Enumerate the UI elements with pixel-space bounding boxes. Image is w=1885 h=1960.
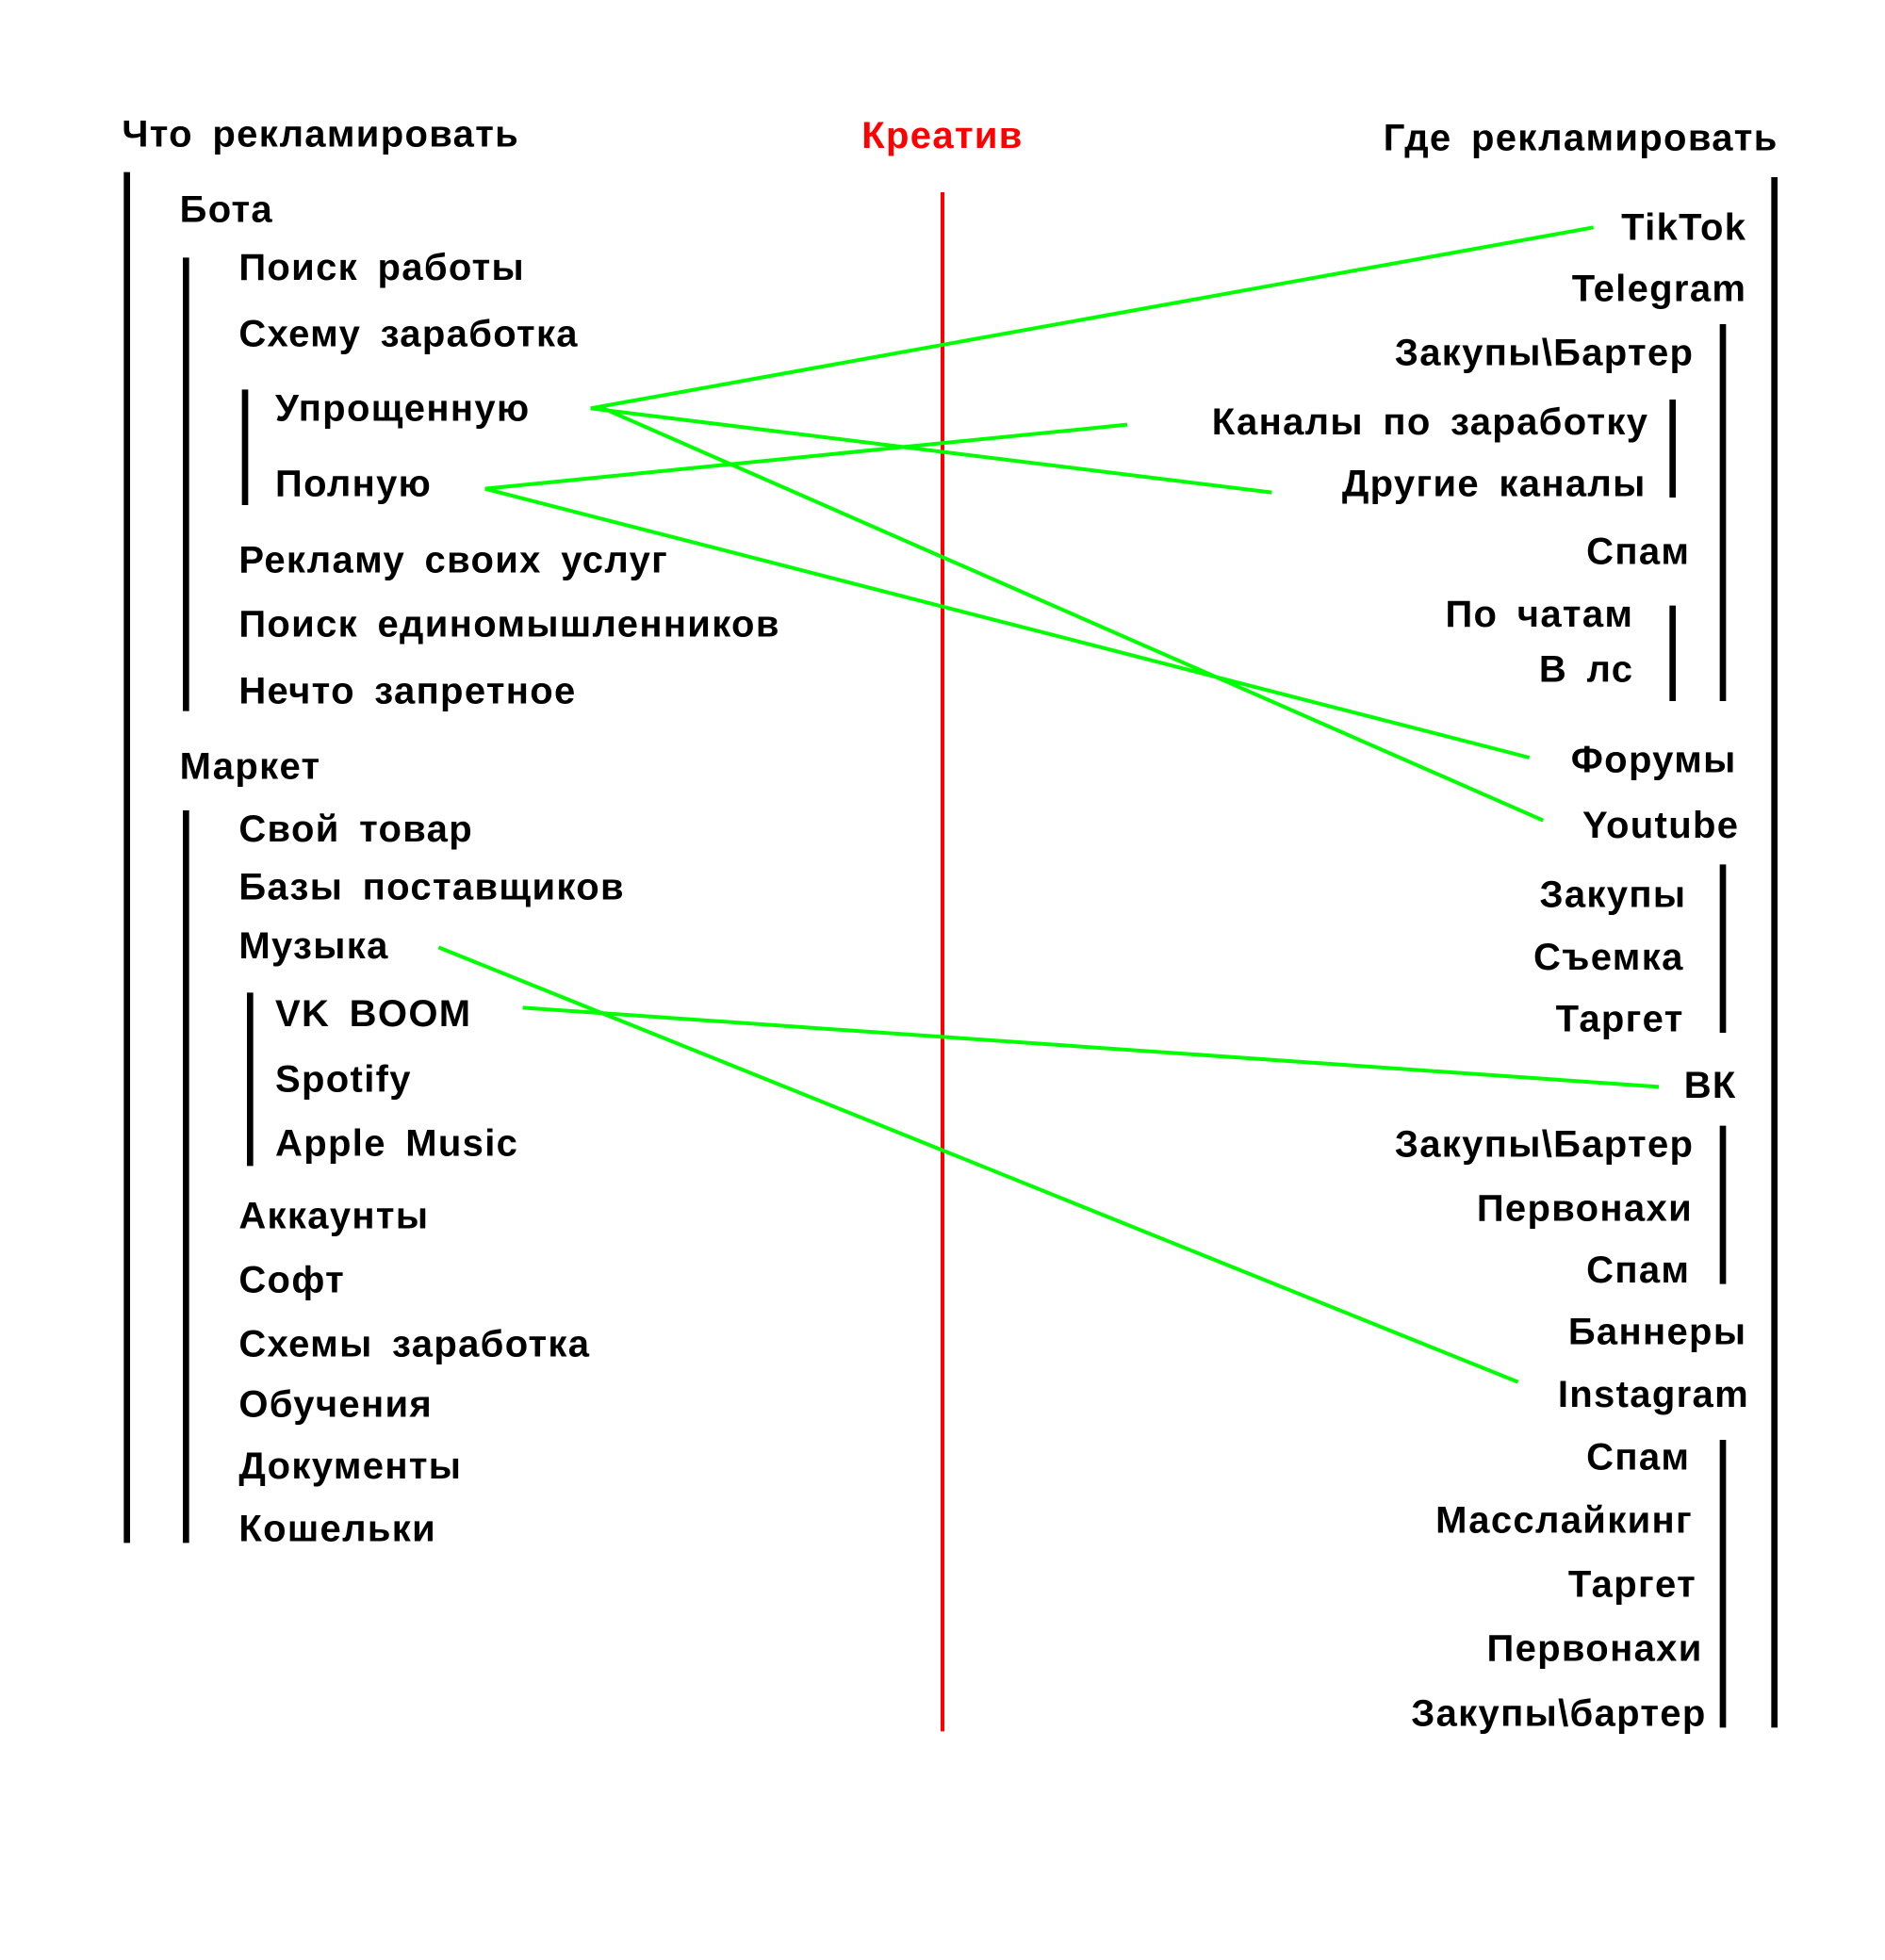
link-full-earning-channels <box>484 422 1128 491</box>
right-item: Закупы\бартер <box>1411 1693 1706 1735</box>
left-item: Аккаунты <box>238 1196 429 1237</box>
left-item: Базы поставщиков <box>238 866 625 907</box>
header-creative: Креатив <box>861 115 1023 156</box>
right-item: Каналы по заработку <box>1212 401 1649 443</box>
left-item: Свой товар <box>238 808 473 850</box>
left-item: Музыка <box>238 925 388 967</box>
platform-forums: Форумы <box>1571 740 1737 781</box>
left-item: Кошельки <box>238 1509 436 1550</box>
right-item: Спам <box>1586 1250 1690 1291</box>
right-item: Таргет <box>1568 1563 1696 1605</box>
link-simple-tiktok <box>590 225 1595 411</box>
platform-banners: Баннеры <box>1568 1311 1747 1352</box>
left-item: Обучения <box>238 1384 433 1426</box>
category-market: Маркет <box>180 745 321 787</box>
left-item: Полную <box>275 463 432 504</box>
right-item: Таргет <box>1556 998 1684 1039</box>
header-where: Где рекламировать <box>1384 118 1778 159</box>
left-item: Apple Music <box>275 1122 518 1164</box>
left-item: Поиск единомышленников <box>238 604 779 645</box>
left-item: Spotify <box>275 1058 412 1100</box>
right-item: По чатам <box>1445 594 1633 635</box>
link-music-instagram <box>437 945 1519 1384</box>
left-item: VK BOOM <box>275 993 471 1035</box>
platform-tiktok: TikTok <box>1621 206 1746 248</box>
link-vkboom-vk <box>522 1005 1660 1089</box>
link-full-forums <box>484 486 1531 760</box>
right-item: Закупы\Бартер <box>1395 333 1695 374</box>
left-item: Упрощенную <box>275 387 530 429</box>
right-item: Спам <box>1586 1437 1690 1478</box>
link-simple-youtube <box>602 406 1545 823</box>
right-item: Первонахи <box>1486 1627 1702 1669</box>
right-item: Спам <box>1586 531 1690 572</box>
right-item: Закупы <box>1539 874 1686 915</box>
header-what: Что рекламировать <box>122 114 519 155</box>
platform-vk: ВК <box>1684 1065 1737 1106</box>
right-item: Закупы\Бартер <box>1395 1124 1695 1166</box>
right-item: В лс <box>1539 649 1633 691</box>
left-item: Софт <box>238 1260 345 1301</box>
left-item: Документы <box>238 1446 462 1487</box>
right-item: Первонахи <box>1477 1188 1693 1230</box>
left-item: Схемы заработка <box>238 1324 590 1365</box>
right-item: Другие каналы <box>1342 463 1647 504</box>
link-simple-other-channels <box>590 406 1272 495</box>
left-item: Нечто запретное <box>238 670 576 711</box>
right-item: Масслайкинг <box>1435 1499 1693 1541</box>
left-item: Рекламу своих услуг <box>238 540 668 581</box>
left-item: Поиск работы <box>238 247 525 288</box>
category-bota: Бота <box>180 189 273 231</box>
platform-instagram: Instagram <box>1558 1374 1749 1415</box>
left-item: Схему заработка <box>238 314 579 355</box>
platform-telegram: Telegram <box>1572 269 1747 310</box>
right-item: Съемка <box>1533 937 1684 978</box>
platform-youtube: Youtube <box>1582 805 1739 846</box>
